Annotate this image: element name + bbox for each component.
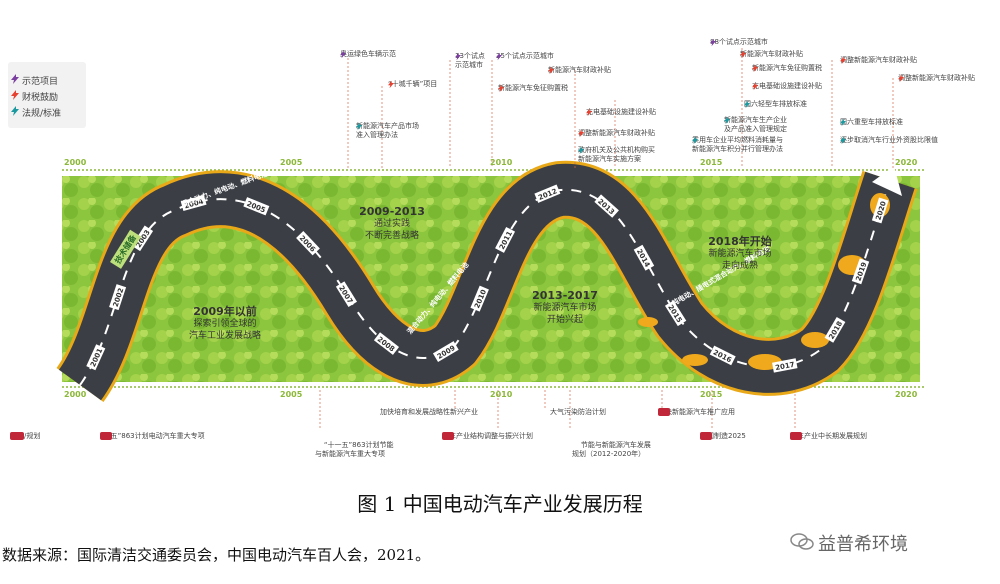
event-top: 新能源汽车免征购置税 [498,84,568,93]
event-top: 88个试点示范城市 [710,38,768,47]
bolt-icon [11,90,19,100]
stage-label: 2013-2017 新能源汽车市场开始兴起 [532,289,598,326]
legend-item-regulation: 法规/标准 [11,106,61,119]
event-top: 充电基础设施建设补贴 [586,108,656,117]
bolt-icon [356,122,362,131]
event-bottom: 汽车产业结构调整与振兴计划 [442,432,533,440]
svg-text:2017: 2017 [775,361,796,373]
legend-item-demo: 示范项目 [11,74,58,87]
event-top: 乘用车企业平均燃料消耗量与 新能源汽车积分并行管理办法 [692,136,783,153]
bolt-icon [740,50,746,59]
event-bottom: 加快新能源汽车推广应用 [658,408,735,416]
year-label-bottom: 2015 [700,390,723,399]
event-top: 新能源汽车财政补贴 [740,50,803,59]
bolt-icon [586,108,592,117]
stage-label: 2018年开始 新能源汽车市场走向成熟 [708,235,772,272]
bolt-icon [724,116,730,125]
bolt-icon [11,74,19,84]
event-bottom: “十五”863计划电动汽车重大专项 [100,432,205,440]
strategy-icon [790,432,802,440]
event-top: 25个试点示范城市 [496,52,554,61]
strategy-icon [100,432,112,440]
bolt-icon [752,64,758,73]
bolt-icon [340,50,346,59]
event-bottom: 汽车产业中长期发展规划 [790,432,867,440]
bolt-icon [898,74,904,83]
event-top: 新能源汽车财政补贴 [548,66,611,75]
year-label-top: 2005 [280,158,303,167]
event-top: 新能源汽车生产企业 及产品准入管理规定 [724,116,787,133]
strategy-icon [658,408,670,416]
legend-strategy: 战略/规划 [10,432,41,440]
bolt-icon [840,118,846,127]
year-label-top: 2010 [490,158,513,167]
event-top: “十城千辆”项目 [388,80,438,89]
event-top: 13个试点 示范城市 [455,52,485,69]
event-top: 调整新能源汽车财政补贴 [578,129,655,138]
bolt-icon [840,136,846,145]
source-note: 数据来源：国际清洁交通委员会，中国电动汽车百人会，2021。 [2,546,431,564]
event-bottom: “十一五”863计划节能 与新能源汽车重大专项 [315,441,394,458]
road-arrow [872,166,902,196]
strategy-icon [10,432,24,440]
event-top: 调整新能源汽车财政补贴 [840,56,917,65]
wechat-icon [790,533,814,550]
event-top: 国六重型车排放标准 [840,118,903,127]
bolt-icon [578,129,584,138]
year-label-bottom: 2010 [490,390,513,399]
event-top: 新能源汽车免征购置税 [752,64,822,73]
bolt-icon [840,56,846,65]
strategy-icon [700,432,712,440]
event-top: 充电基础设施建设补贴 [752,82,822,91]
event-bottom: 大气污染防治计划 [550,408,606,416]
event-bottom: 加快培育和发展战略性新兴产业 [380,408,478,416]
bolt-icon [496,52,502,61]
bolt-icon [498,84,504,93]
figure-caption: 图 1 中国电动汽车产业发展历程 [357,492,643,516]
event-top: 逐步取消汽车行业外资股比限值 [840,136,938,145]
strategy-icon [442,432,454,440]
event-top: 调整新能源汽车财政补贴 [898,74,975,83]
bolt-icon [752,82,758,91]
bolt-icon [578,146,584,155]
legend-item-fiscal: 财税鼓励 [11,90,58,103]
event-top: 国六轻型车排放标准 [744,100,807,109]
bolt-icon [744,100,750,109]
bolt-icon [11,106,19,116]
event-top: 政府机关及公共机构购买 新能源汽车实施方案 [578,146,655,163]
bolt-icon [388,80,394,89]
bolt-icon [455,52,461,61]
event-top: 新能源汽车产品市场 准入管理办法 [356,122,419,139]
event-bottom: 中国制造2025 [700,432,746,440]
legend: 示范项目 财税鼓励 法规/标准 [8,62,86,128]
event-top: 奥运绿色车辆示范 [340,50,396,59]
year-label-top: 2015 [700,158,723,167]
road-year-mark: 2017 [772,358,798,373]
year-label-top: 2020 [895,158,918,167]
year-label-bottom: 2005 [280,390,303,399]
year-label-bottom: 2000 [64,390,87,399]
stage-label: 2009年以前 探索引领全球的汽车工业发展战略 [188,305,261,342]
bolt-icon [692,136,698,145]
year-label-bottom: 2020 [895,390,918,399]
stage-label: 2009-2013 通过实践不断完善战略 [359,205,425,242]
bolt-icon [710,38,716,47]
year-label-top: 2000 [64,158,87,167]
bolt-icon [548,66,554,75]
brand-watermark: 益普希环境 [818,534,908,555]
event-bottom: 节能与新能源汽车发展 规划（2012-2020年） [572,441,651,458]
